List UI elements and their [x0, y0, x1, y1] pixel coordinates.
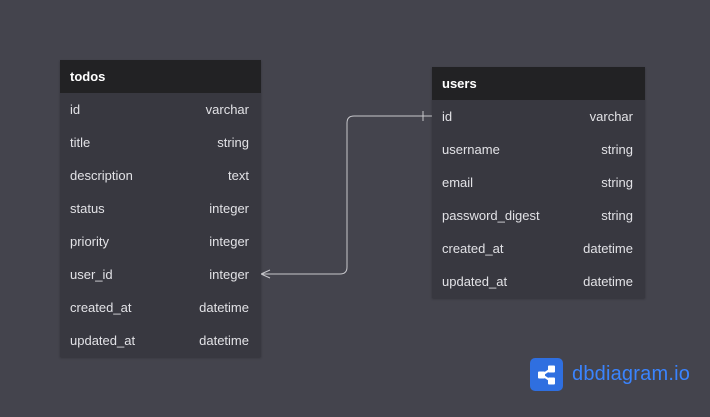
field-type: datetime: [199, 300, 249, 315]
field-type: varchar: [205, 102, 249, 117]
field-name: updated_at: [70, 333, 136, 348]
field-name: created_at: [442, 241, 504, 256]
table-header-users[interactable]: users: [432, 67, 645, 100]
field-row-users-id[interactable]: id varchar: [432, 100, 645, 133]
field-name: email: [442, 175, 474, 190]
many-crowfoot-icon: [260, 269, 271, 279]
field-row-todos-created_at[interactable]: created_at datetime: [60, 291, 261, 324]
field-row-todos-status[interactable]: status integer: [60, 192, 261, 225]
relationship-line-todos-user_id-users-id[interactable]: [261, 115, 432, 275]
field-row-users-username[interactable]: username string: [432, 133, 645, 166]
brand-name: dbdiagram: [572, 363, 669, 385]
field-row-todos-title[interactable]: title string: [60, 126, 261, 159]
field-row-users-created_at[interactable]: created_at datetime: [432, 232, 645, 265]
field-name: id: [70, 102, 81, 117]
field-type: datetime: [583, 274, 633, 289]
field-type: datetime: [583, 241, 633, 256]
field-row-todos-description[interactable]: description text: [60, 159, 261, 192]
brand-logo-link[interactable]: dbdiagram.io: [530, 358, 690, 391]
field-row-todos-priority[interactable]: priority integer: [60, 225, 261, 258]
field-name: user_id: [70, 267, 113, 282]
field-row-todos-id[interactable]: id varchar: [60, 93, 261, 126]
table-users[interactable]: users id varchar username string email s…: [432, 67, 645, 298]
field-name: password_digest: [442, 208, 540, 223]
field-type: integer: [209, 201, 249, 216]
table-header-todos[interactable]: todos: [60, 60, 261, 93]
field-row-users-password_digest[interactable]: password_digest string: [432, 199, 645, 232]
field-type: string: [601, 142, 633, 157]
field-name: description: [70, 168, 133, 183]
share-network-icon: [530, 358, 563, 391]
brand-wordmark: dbdiagram.io: [572, 363, 690, 386]
table-todos[interactable]: todos id varchar title string descriptio…: [60, 60, 261, 357]
field-name: updated_at: [442, 274, 508, 289]
field-type: string: [601, 208, 633, 223]
field-row-users-updated_at[interactable]: updated_at datetime: [432, 265, 645, 298]
field-row-todos-user_id[interactable]: user_id integer: [60, 258, 261, 291]
field-name: status: [70, 201, 105, 216]
field-name: title: [70, 135, 91, 150]
field-row-todos-updated_at[interactable]: updated_at datetime: [60, 324, 261, 357]
field-type: text: [228, 168, 249, 183]
field-type: string: [217, 135, 249, 150]
field-name: created_at: [70, 300, 132, 315]
field-type: integer: [209, 234, 249, 249]
field-type: datetime: [199, 333, 249, 348]
brand-suffix: .io: [668, 363, 691, 385]
field-type: integer: [209, 267, 249, 282]
field-name: id: [442, 109, 453, 124]
field-name: priority: [70, 234, 110, 249]
field-type: varchar: [589, 109, 633, 124]
field-name: username: [442, 142, 500, 157]
field-type: string: [601, 175, 633, 190]
field-row-users-email[interactable]: email string: [432, 166, 645, 199]
